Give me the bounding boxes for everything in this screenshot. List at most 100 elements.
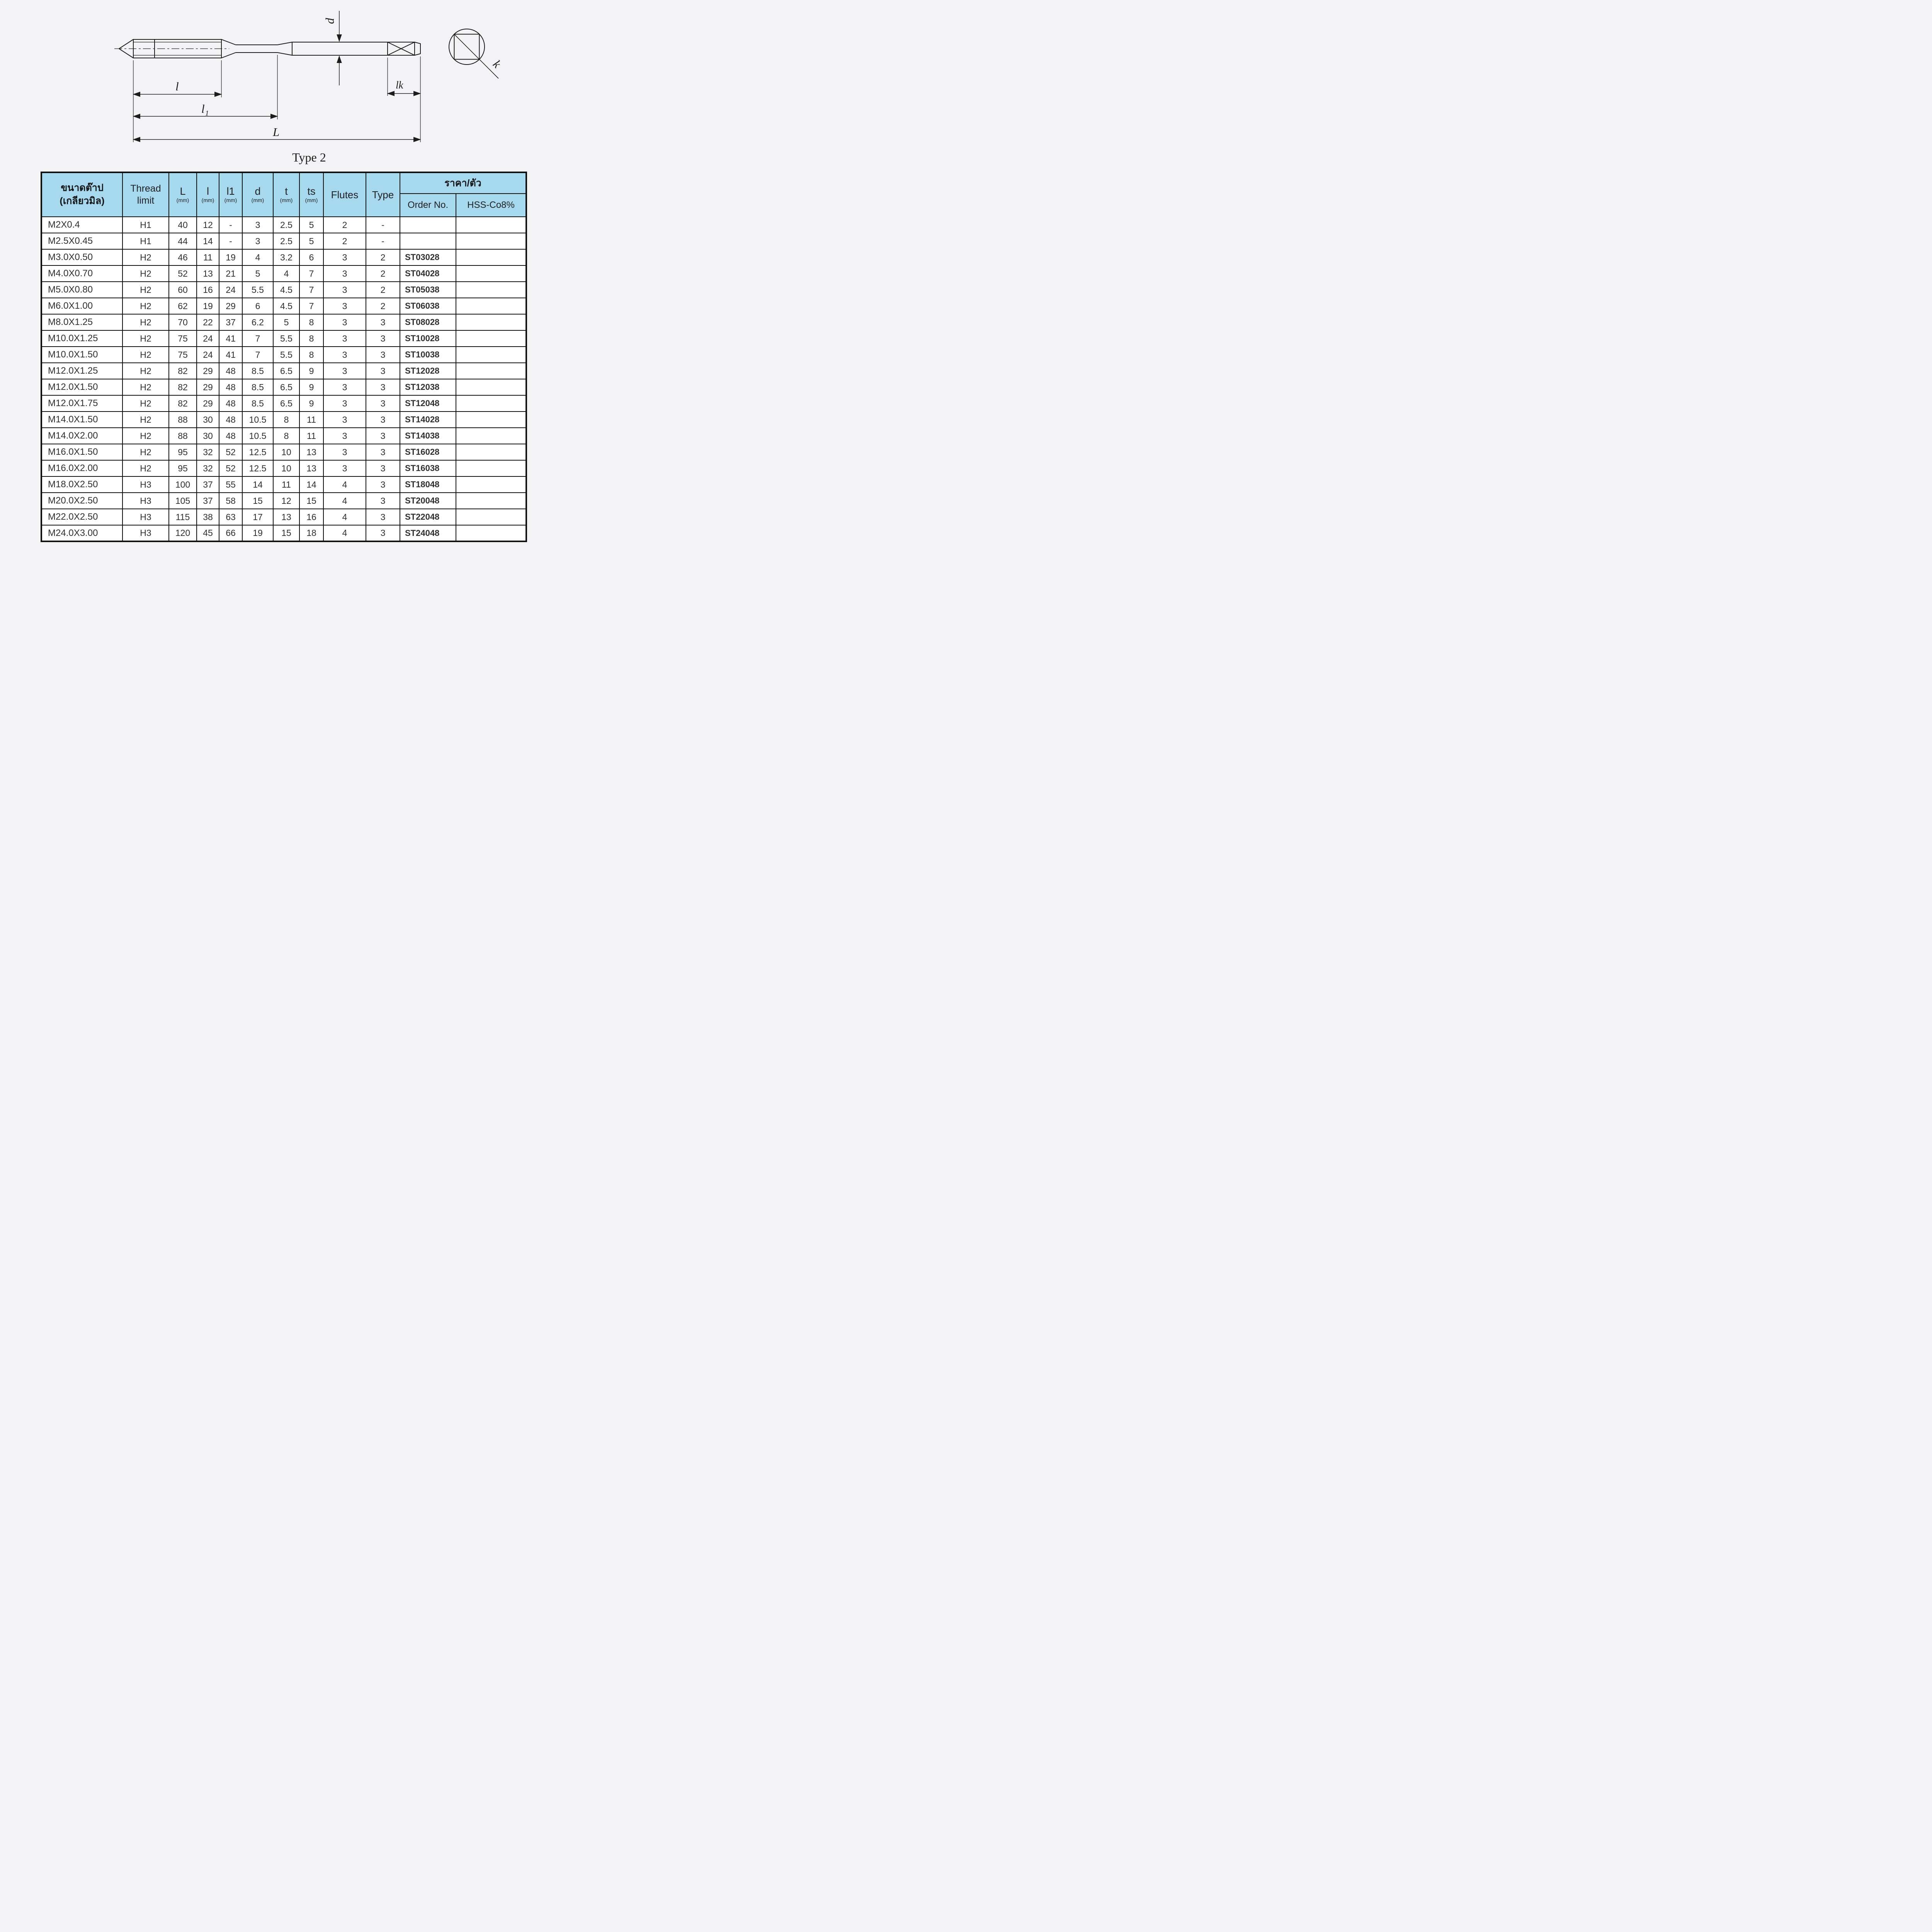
table-cell: ST05038 — [400, 281, 456, 298]
table-cell: - — [219, 216, 243, 233]
table-cell: 4 — [323, 492, 366, 509]
table-cell: 15 — [273, 525, 300, 542]
table-cell: 3 — [366, 492, 400, 509]
table-cell: 40 — [168, 216, 197, 233]
table-cell: 48 — [219, 411, 243, 428]
table-cell: ST12028 — [400, 362, 456, 379]
table-cell: 3 — [323, 346, 366, 363]
dim-label-k: k — [490, 57, 504, 71]
table-cell: 3 — [366, 379, 400, 396]
table-cell: ST16038 — [400, 460, 456, 477]
table-cell: 82 — [168, 362, 197, 379]
table-cell: 12.5 — [242, 444, 274, 461]
table-cell: 4.5 — [273, 298, 300, 315]
table-cell: 17 — [242, 509, 274, 526]
table-cell: M2.5X0.45 — [41, 233, 123, 250]
table-cell: 120 — [168, 525, 197, 542]
table-cell: 66 — [219, 525, 243, 542]
table-cell: 12 — [273, 492, 300, 509]
table-cell: 4.5 — [273, 281, 300, 298]
table-cell: 4 — [323, 476, 366, 493]
header-d: d (mm) — [242, 172, 274, 217]
table-cell: 14 — [299, 476, 324, 493]
table-cell: 75 — [168, 346, 197, 363]
table-cell: 9 — [299, 379, 324, 396]
table-cell — [400, 216, 456, 233]
tap-technical-drawing: l l 1 L lk d k Type 2 — [111, 6, 522, 165]
table-cell: 41 — [219, 346, 243, 363]
table-cell: 3 — [323, 444, 366, 461]
table-cell: 2 — [366, 281, 400, 298]
table-cell: 5.5 — [242, 281, 274, 298]
table-cell — [455, 298, 527, 315]
table-cell: 3.2 — [273, 249, 300, 266]
table-cell — [455, 525, 527, 542]
table-cell: 52 — [219, 444, 243, 461]
header-hss: HSS-Co8% — [455, 193, 527, 217]
table-cell: 3 — [366, 395, 400, 412]
table-cell: H3 — [122, 509, 169, 526]
table-cell — [455, 249, 527, 266]
table-cell: 24 — [196, 346, 219, 363]
table-cell: ST24048 — [400, 525, 456, 542]
table-cell: 6.5 — [273, 395, 300, 412]
table-cell: 3 — [323, 265, 366, 282]
table-cell: 3 — [366, 314, 400, 331]
table-cell: H2 — [122, 427, 169, 444]
header-price: ราคา/ตัว — [399, 172, 527, 194]
table-cell: 48 — [219, 395, 243, 412]
table-cell: - — [219, 233, 243, 250]
table-cell: 2.5 — [273, 233, 300, 250]
table-cell: M16.0X2.00 — [41, 460, 123, 477]
table-cell: 2 — [323, 216, 366, 233]
table-cell: 3 — [323, 395, 366, 412]
table-cell: M5.0X0.80 — [41, 281, 123, 298]
table-cell: M12.0X1.50 — [41, 379, 123, 396]
table-cell: 3 — [366, 427, 400, 444]
table-cell — [455, 233, 527, 250]
table-cell: 7 — [242, 346, 274, 363]
table-cell: 62 — [168, 298, 197, 315]
table-cell: 44 — [168, 233, 197, 250]
table-cell — [455, 379, 527, 396]
table-cell: 2 — [366, 249, 400, 266]
table-cell: M18.0X2.50 — [41, 476, 123, 493]
table-cell: H2 — [122, 460, 169, 477]
table-cell: H1 — [122, 233, 169, 250]
table-cell: ST10028 — [400, 330, 456, 347]
table-cell: 41 — [219, 330, 243, 347]
table-cell: 29 — [196, 379, 219, 396]
table-cell: 100 — [168, 476, 197, 493]
table-cell: 4 — [323, 509, 366, 526]
table-cell: 48 — [219, 427, 243, 444]
table-cell: 8.5 — [242, 395, 274, 412]
table-cell: 8.5 — [242, 379, 274, 396]
table-cell: 3 — [323, 298, 366, 315]
type-caption: Type 2 — [292, 150, 326, 164]
table-cell: 10.5 — [242, 411, 274, 428]
table-cell: 46 — [168, 249, 197, 266]
table-cell: 3 — [323, 362, 366, 379]
table-cell: 16 — [196, 281, 219, 298]
table-cell: H2 — [122, 379, 169, 396]
table-cell: ST22048 — [400, 509, 456, 526]
spec-table-container: ขนาดต๊าป (เกลียวมิล) Thread limit L (mm)… — [41, 172, 580, 542]
table-cell: H2 — [122, 330, 169, 347]
table-cell: M12.0X1.75 — [41, 395, 123, 412]
table-cell: 2.5 — [273, 216, 300, 233]
table-cell: 52 — [219, 460, 243, 477]
table-cell: 37 — [219, 314, 243, 331]
dimension-lines — [133, 91, 421, 142]
table-cell: 38 — [196, 509, 219, 526]
table-cell: ST06038 — [400, 298, 456, 315]
table-cell: 3 — [366, 362, 400, 379]
square-section-view — [449, 29, 499, 79]
